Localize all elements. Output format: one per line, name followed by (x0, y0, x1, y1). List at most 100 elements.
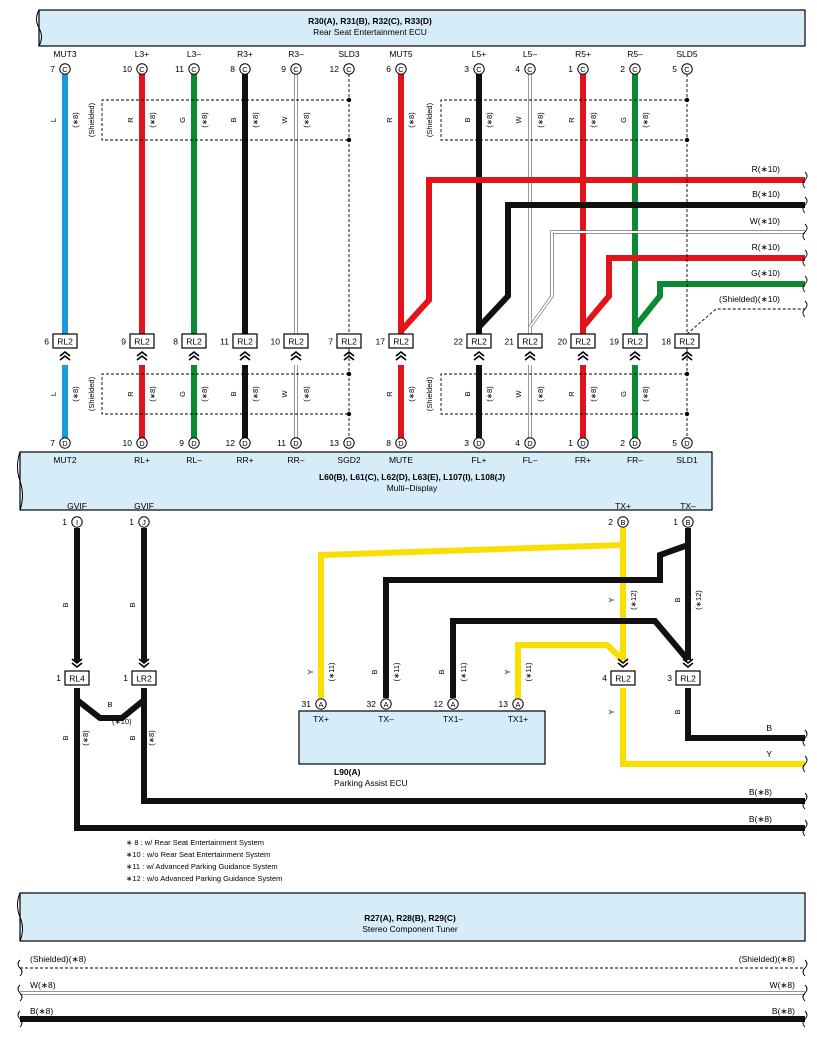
lower-relay-0 (64, 670, 90, 686)
lower-relay-2-label: RL2 (615, 674, 631, 684)
upper-color-1: R (126, 117, 135, 123)
relay-rl2-4-chevron (290, 350, 302, 357)
md-pin-6 (395, 437, 407, 449)
md-pin-11-letter: D (684, 439, 690, 448)
relay-rl2-5-chevron (343, 354, 355, 361)
stereo-wire-label-left-2: B(∗8) (30, 1006, 53, 1016)
md-pin-10-letter: D (632, 439, 638, 448)
relay-rl2-9-label: RL2 (575, 337, 591, 347)
relay-rl2-4-chevron (290, 354, 302, 361)
relay-rl2-2-chevron (188, 354, 200, 361)
md-pin-4-letter: D (293, 439, 299, 448)
branch-label-3: R(∗10) (752, 242, 781, 252)
wire-label-gvif-j: B (128, 602, 137, 607)
stereo-wire-label-left-1: W(∗8) (30, 980, 56, 990)
relay-pin-3: 11 (220, 337, 229, 347)
relay-rl2-8-label: RL2 (522, 337, 538, 347)
box-wave-edge (36, 9, 42, 47)
parking-pin-no-3: 13 (499, 699, 509, 709)
rear-ecu-pin-7-letter: C (476, 65, 482, 74)
relay-rl2-11-chevron (681, 350, 693, 357)
upper-color-2: G (178, 117, 187, 123)
md-pin-2 (188, 437, 200, 449)
lower-relay-pin-0: 1 (56, 673, 61, 683)
lower-relay-1-label: LR2 (136, 674, 152, 684)
parking-pin-0-letter: A (318, 700, 323, 709)
footnote-11: ∗11 : w/ Advanced Parking Guidance Syste… (126, 862, 278, 871)
shield-junction-dot (684, 411, 690, 417)
upper-code-9: (∗8) (589, 112, 598, 128)
shielded-label: (Shielded) (87, 376, 96, 411)
rear-ecu-pin-no-4: 9 (281, 64, 286, 74)
md-pin-no-0: 7 (50, 438, 55, 448)
lower-relay-0-chevron (71, 662, 83, 669)
rear-ecu-pin-3 (239, 63, 251, 75)
relay-rl2-8 (517, 333, 543, 349)
relay-rl2-1-chevron (136, 350, 148, 357)
md-pin-4 (290, 437, 302, 449)
lower-color-10: G (619, 391, 628, 397)
branch-label-1: B(∗10) (752, 189, 780, 199)
parking-pin-3-letter: A (515, 700, 520, 709)
upper-color-7: B (463, 117, 472, 122)
wire-code-b-link: (∗10) (112, 717, 132, 726)
shield-layer (20, 74, 805, 969)
branch-label-0: R(∗10) (752, 164, 781, 174)
md-pin-name-9: FR+ (575, 455, 591, 465)
relay-rl2-8-chevron (524, 350, 536, 357)
md-pin-name-5: SGD2 (337, 455, 360, 465)
wire-code-11-0: (∗11) (327, 662, 336, 682)
relay-rl2-0-chevron (59, 350, 71, 357)
wave-edge (802, 819, 808, 837)
lower-color-4: W (280, 390, 289, 398)
b-link-wire (75, 697, 146, 721)
tx1-minus-wire (450, 618, 691, 698)
relay-rl2-3-chevron (239, 354, 251, 361)
relay-rl2-0 (52, 333, 78, 349)
rear-ecu-pin-11 (681, 63, 693, 75)
wire-code-12-a: (∗12) (629, 590, 638, 610)
lower-relay-3-chevron (682, 658, 694, 665)
wire-code-lr2-down: (∗8) (147, 730, 156, 746)
shield-junction-dot (346, 137, 352, 143)
relay-rl2-6-chevron (395, 350, 407, 357)
relay-rl2-8-chevron (524, 354, 536, 361)
relay-rl2-11 (674, 333, 700, 349)
relay-pin-5: 7 (328, 337, 333, 347)
rear-ecu-pin-4-letter: C (293, 65, 299, 74)
rear-ecu-pin-no-5: 12 (330, 64, 340, 74)
md-pin-no-1: 10 (123, 438, 133, 448)
parking-pin-2-letter: A (450, 700, 455, 709)
md-pin-9-letter: D (580, 439, 586, 448)
wire-code-11-3: (∗11) (524, 662, 533, 682)
md-pin-name-6: MUTE (389, 455, 413, 465)
lower-code-3: (∗8) (251, 386, 260, 402)
rear-ecu-pin-2-letter: C (191, 65, 197, 74)
multi-display-box (19, 451, 713, 511)
right-mid-label-0: B (766, 723, 772, 733)
rear-ecu-pin-9 (577, 63, 589, 75)
upper-color-8: W (514, 116, 523, 124)
md-bottom-pin-name-1: GVIF (134, 501, 154, 511)
relay-rl2-10-chevron (629, 354, 641, 361)
relay-rl2-6 (388, 333, 414, 349)
md-pin-1-letter: D (139, 439, 145, 448)
md-pin-5-letter: D (346, 439, 352, 448)
md-bottom-pin-name-3: TX– (680, 501, 696, 511)
md-bottom-pin-1-letter: J (142, 518, 146, 527)
parking-pin-0 (315, 698, 327, 710)
upper-code-8: (∗8) (536, 112, 545, 128)
wave-edge (802, 792, 808, 810)
parking-pin-1 (380, 698, 392, 710)
md-pin-11 (681, 437, 693, 449)
lower-code-4: (∗8) (302, 386, 311, 402)
relay-rl2-5-chevron (343, 350, 355, 357)
rear-ecu-pin-no-3: 8 (230, 64, 235, 74)
upper-color-10: G (619, 117, 628, 123)
md-bottom-pin-no-0: 1 (62, 517, 67, 527)
wave-edge (802, 1010, 808, 1028)
parking-pin-1-letter: A (383, 700, 388, 709)
wave-edge (802, 249, 808, 267)
wire-code-rl4-down: (∗8) (81, 730, 90, 746)
rl4-down-wire (74, 688, 805, 831)
